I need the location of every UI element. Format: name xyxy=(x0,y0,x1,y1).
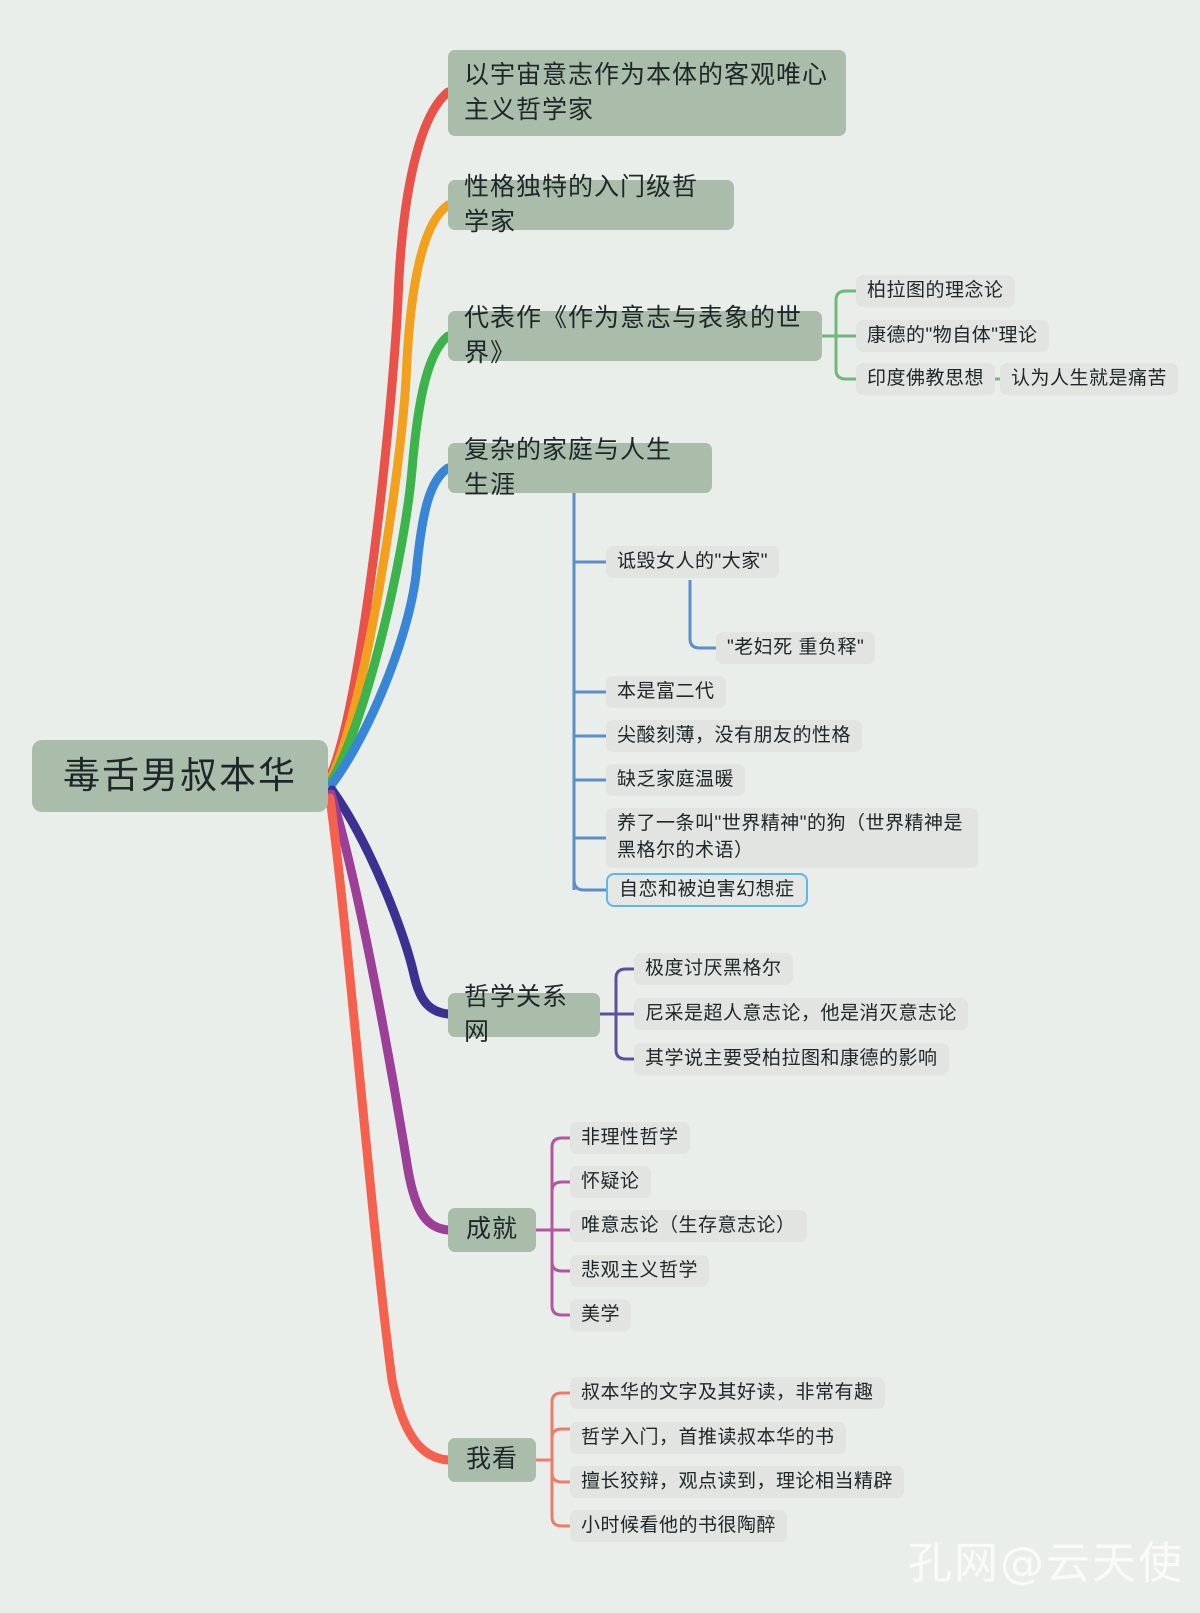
leaf-b6-c2[interactable]: 怀疑论 xyxy=(570,1166,651,1198)
edge-root-b5 xyxy=(327,785,453,1019)
leaf-b4-c4[interactable]: 缺乏家庭温暖 xyxy=(606,764,746,796)
leaf-b4-c3[interactable]: 尖酸刻薄，没有朋友的性格 xyxy=(606,720,863,752)
edge-root-b4 xyxy=(327,463,453,789)
leaf-b6-c1[interactable]: 非理性哲学 xyxy=(570,1122,690,1154)
leaf-b7-c4[interactable]: 小时候看他的书很陶醉 xyxy=(570,1510,788,1542)
edge-root-b6 xyxy=(326,789,453,1235)
leaf-b4-c2[interactable]: 本是富二代 xyxy=(606,676,726,708)
leaf-b3-c3-c1[interactable]: 认为人生就是痛苦 xyxy=(1000,363,1179,395)
branch-node-b3[interactable]: 代表作《作为意志与表象的世界》 xyxy=(448,304,822,367)
root-node[interactable]: 毒舌男叔本华 xyxy=(32,740,328,812)
edge-b4-c1-c1 xyxy=(688,580,716,650)
branch-node-b4[interactable]: 复杂的家庭与人生生涯 xyxy=(448,436,712,499)
branch-node-b6[interactable]: 成就 xyxy=(448,1208,536,1252)
leaf-b6-c4[interactable]: 悲观主义哲学 xyxy=(570,1255,710,1287)
edge-b6-c1 xyxy=(550,1136,570,1230)
branch-node-b7[interactable]: 我看 xyxy=(448,1438,536,1482)
leaf-b4-c1[interactable]: 诋毁女人的"大家" xyxy=(606,546,779,578)
branch-node-b2[interactable]: 性格独特的入门级哲学家 xyxy=(448,173,734,236)
leaf-b6-c3[interactable]: 唯意志论（生存意志论） xyxy=(570,1210,807,1242)
branch-node-b5[interactable]: 哲学关系网 xyxy=(448,983,600,1046)
leaf-b7-c3[interactable]: 擅长狡辩，观点读到，理论相当精辟 xyxy=(570,1466,905,1498)
leaf-b3-c3[interactable]: 印度佛教思想 xyxy=(856,363,996,395)
edge-b5-c1 xyxy=(614,967,634,1014)
leaf-b7-c2[interactable]: 哲学入门，首推读叔本华的书 xyxy=(570,1422,846,1454)
leaf-b4-c5[interactable]: 养了一条叫"世界精神"的狗（世界精神是黑格尔的术语） xyxy=(606,808,978,868)
leaf-b5-c2[interactable]: 尼采是超人意志论，他是消灭意志论 xyxy=(634,998,969,1030)
edge-b7-c4 xyxy=(550,1460,570,1528)
branch-node-b1[interactable]: 以宇宙意志作为本体的客观唯心主义哲学家 xyxy=(448,50,846,136)
edge-b6-c4 xyxy=(550,1261,570,1273)
edge-b4-c6 xyxy=(572,879,606,892)
edge-root-b3 xyxy=(327,331,453,785)
watermark: 孔网@云天使 xyxy=(908,1538,1184,1589)
edge-b7-c1 xyxy=(550,1391,570,1460)
edge-b5-c3 xyxy=(614,1014,634,1061)
leaf-b5-c3[interactable]: 其学说主要受柏拉图和康德的影响 xyxy=(634,1043,949,1075)
leaf-b3-c1[interactable]: 柏拉图的理念论 xyxy=(856,275,1015,307)
edge-root-b1 xyxy=(327,87,453,777)
leaf-b6-c5[interactable]: 美学 xyxy=(570,1299,632,1331)
leaf-b4-c1-c1[interactable]: "老妇死 重负释" xyxy=(716,632,876,664)
edge-b6-c2 xyxy=(550,1180,570,1192)
edge-b3-c3 xyxy=(834,336,856,381)
leaf-b7-c1[interactable]: 叔本华的文字及其好读，非常有趣 xyxy=(570,1377,885,1409)
edge-root-b2 xyxy=(327,200,453,781)
edge-root-b7 xyxy=(325,793,453,1465)
leaf-b4-c6-selected[interactable]: 自恋和被迫害幻想症 xyxy=(606,873,808,907)
edge-b7-c3 xyxy=(550,1472,570,1484)
leaf-b3-c2[interactable]: 康德的"物自体"理论 xyxy=(856,320,1049,352)
leaf-b5-c1[interactable]: 极度讨厌黑格尔 xyxy=(634,953,793,985)
edge-b3-c1 xyxy=(834,289,856,336)
edge-b7-c2 xyxy=(550,1427,570,1439)
edge-b6-c5 xyxy=(550,1230,570,1317)
